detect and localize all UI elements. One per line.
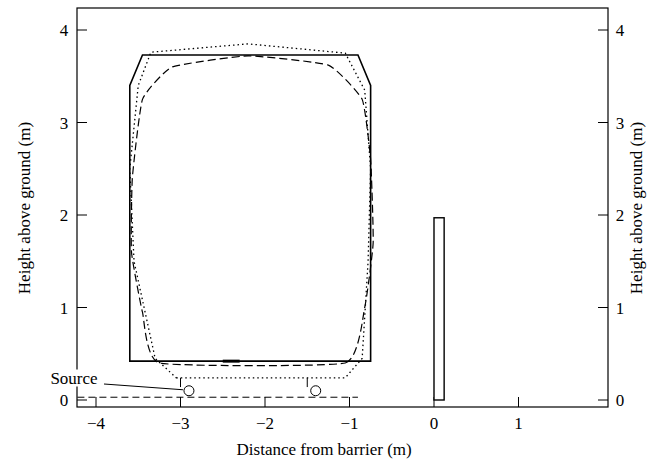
source-point bbox=[311, 386, 321, 396]
y-tick bbox=[598, 30, 608, 31]
axis-title: Distance from barrier (m) bbox=[237, 441, 412, 458]
y-tick-label: 3 bbox=[616, 114, 625, 131]
wheel-mark bbox=[307, 378, 308, 387]
x-tick-label: −1 bbox=[340, 415, 358, 432]
y-tick-label: 0 bbox=[616, 392, 625, 409]
y-tick-label: 4 bbox=[60, 22, 69, 39]
x-tick bbox=[349, 397, 350, 407]
x-tick-label: 1 bbox=[514, 415, 523, 432]
x-tick bbox=[265, 397, 266, 407]
plot-frame bbox=[77, 8, 608, 407]
y-tick-label: 2 bbox=[60, 207, 69, 224]
axis-title: Height above ground (m) bbox=[628, 122, 645, 294]
y-tick bbox=[77, 30, 87, 31]
x-tick-label: −4 bbox=[87, 415, 105, 432]
train-outline bbox=[130, 55, 371, 361]
y-tick bbox=[598, 400, 608, 401]
axis-title: Height above ground (m) bbox=[16, 122, 33, 294]
y-tick bbox=[598, 122, 608, 123]
x-tick bbox=[180, 397, 181, 407]
y-tick-label: 1 bbox=[60, 299, 69, 316]
dashed-outline bbox=[131, 56, 373, 366]
y-tick-label: 2 bbox=[616, 207, 625, 224]
y-tick-label: 3 bbox=[60, 114, 69, 131]
leader-line bbox=[104, 384, 183, 390]
ground-line bbox=[77, 397, 358, 398]
floor-mark bbox=[223, 360, 240, 363]
y-tick bbox=[598, 307, 608, 308]
y-tick bbox=[77, 122, 87, 123]
y-tick-label: 4 bbox=[616, 22, 625, 39]
y-tick bbox=[77, 400, 87, 401]
y-tick-label: 0 bbox=[60, 392, 69, 409]
wheel-mark bbox=[180, 378, 181, 387]
x-tick-label: 0 bbox=[430, 415, 439, 432]
y-tick bbox=[77, 307, 87, 308]
y-tick-label: 1 bbox=[616, 299, 625, 316]
dotted-outline bbox=[130, 44, 371, 378]
x-tick bbox=[96, 397, 97, 407]
source-point bbox=[184, 386, 194, 396]
y-tick bbox=[77, 215, 87, 216]
x-tick bbox=[518, 397, 519, 407]
x-tick-label: −3 bbox=[171, 415, 189, 432]
barrier bbox=[434, 218, 444, 400]
source-label: Source bbox=[48, 370, 99, 387]
y-tick bbox=[598, 215, 608, 216]
x-tick-label: −2 bbox=[256, 415, 274, 432]
